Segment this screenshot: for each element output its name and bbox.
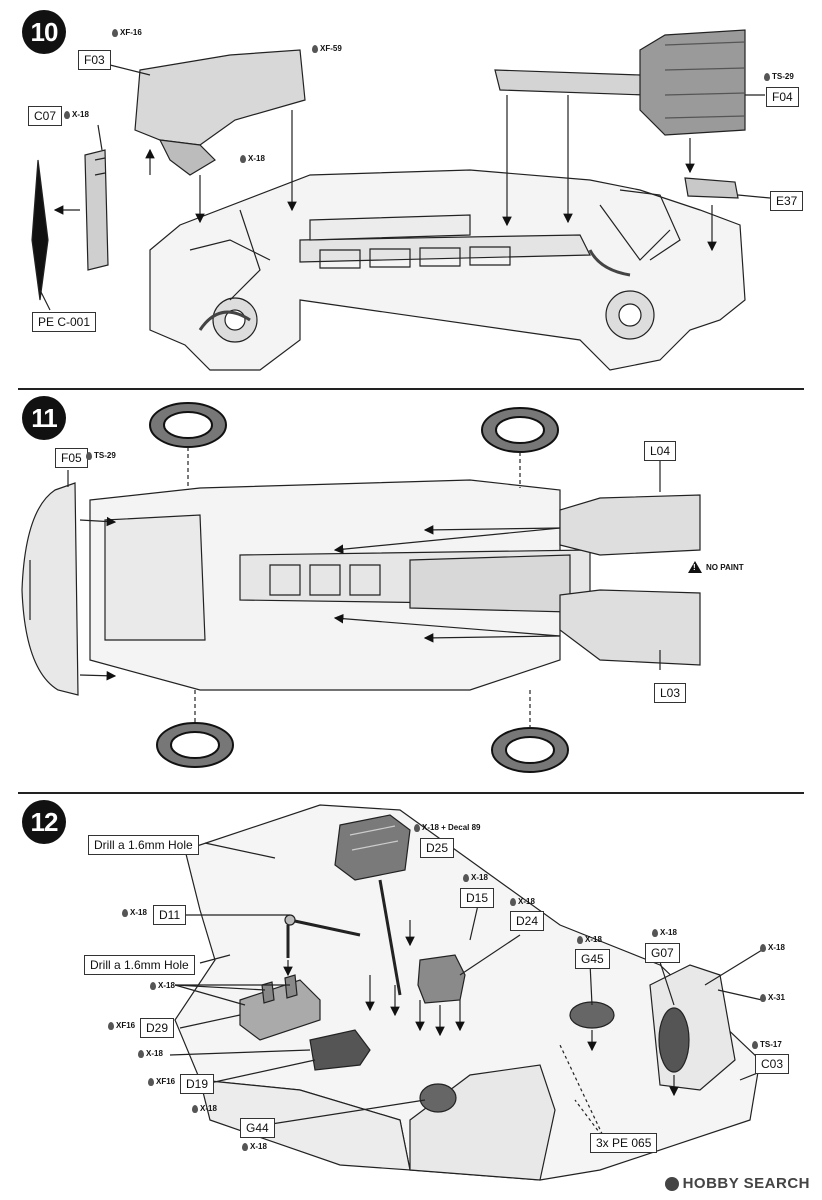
paint-drop-icon — [760, 993, 766, 1002]
paint-drop-icon — [752, 1040, 758, 1049]
paint-drop-icon — [463, 873, 469, 882]
step10-drawing — [31, 29, 771, 371]
paint-callout: X-18 — [240, 154, 265, 163]
paint-drop-icon — [138, 1049, 144, 1058]
paint-drop-icon — [240, 154, 246, 163]
step-number-badge: 10 — [22, 10, 66, 54]
paint-callout: X-18 — [652, 928, 677, 937]
paint-drop-icon — [192, 1104, 198, 1113]
paint-drop-icon — [86, 451, 92, 460]
paint-callout: X-18 — [138, 1049, 163, 1058]
paint-drop-icon — [64, 110, 70, 119]
part-label-d24: D24 — [510, 911, 545, 931]
paint-callout: X-18 — [122, 908, 147, 917]
paint-drop-icon — [414, 823, 420, 832]
paint-callout: X-31 — [760, 993, 785, 1002]
step-number-badge: 12 — [22, 800, 66, 844]
part-label-f03: F03 — [78, 50, 111, 70]
paint-drop-icon — [148, 1077, 154, 1086]
step11-drawing — [21, 402, 701, 773]
paint-callout: TS-29 — [764, 72, 794, 81]
paint-drop-icon — [242, 1142, 248, 1151]
part-label-c03: C03 — [755, 1054, 790, 1074]
part-label-f04: F04 — [766, 87, 799, 107]
paint-callout: XF-59 — [312, 44, 342, 53]
warning-icon — [688, 561, 702, 573]
paint-callout: X-18 — [760, 943, 785, 952]
paint-callout: X-18 — [510, 897, 535, 906]
part-label-pe065: 3x PE 065 — [590, 1133, 658, 1153]
paint-drop-icon — [764, 72, 770, 81]
part-label-e37: E37 — [770, 191, 804, 211]
paint-callout: X-18 — [150, 981, 175, 990]
part-label-d25: D25 — [420, 838, 455, 858]
paint-callout: XF16 — [108, 1021, 135, 1030]
paint-drop-icon — [122, 908, 128, 917]
paint-callout: X-18 — [64, 110, 89, 119]
paint-callout: XF-16 — [112, 28, 142, 37]
paint-drop-icon — [108, 1021, 114, 1030]
step-divider — [18, 792, 804, 794]
part-label-l03: L03 — [654, 683, 687, 703]
paint-callout: X-18 — [242, 1142, 267, 1151]
paint-callout: TS-29 — [86, 451, 116, 460]
part-label-f05: F05 — [55, 448, 88, 468]
paint-drop-icon — [112, 28, 118, 37]
paint-callout: TS-17 — [752, 1040, 782, 1049]
paint-drop-icon — [510, 897, 516, 906]
paint-drop-icon — [312, 44, 318, 53]
drill-note: Drill a 1.6mm Hole — [84, 955, 195, 975]
part-label-g07: G07 — [645, 943, 680, 963]
paint-callout: XF16 — [148, 1077, 175, 1086]
watermark: HOBBY SEARCH — [664, 1175, 810, 1192]
paint-drop-icon — [577, 935, 583, 944]
paint-callout: X-18 — [577, 935, 602, 944]
hobby-search-logo-icon — [664, 1176, 679, 1191]
part-label-d11: D11 — [153, 905, 187, 925]
paint-callout: X-18 — [463, 873, 488, 882]
part-label-g45: G45 — [575, 949, 610, 969]
part-label-d29: D29 — [140, 1018, 175, 1038]
step-divider — [18, 388, 804, 390]
paint-drop-icon — [652, 928, 658, 937]
step12-drawing — [169, 804, 766, 1181]
paint-callout: X-18 + Decal 89 — [414, 823, 480, 832]
drill-note: Drill a 1.6mm Hole — [88, 835, 199, 855]
no-paint-warning: NO PAINT — [688, 561, 744, 573]
part-label-pe-c001: PE C-001 — [32, 312, 97, 332]
step-number-badge: 11 — [22, 396, 66, 440]
paint-callout: X-18 — [192, 1104, 217, 1113]
paint-drop-icon — [150, 981, 156, 990]
part-label-l04: L04 — [644, 441, 677, 461]
part-label-d19: D19 — [180, 1074, 215, 1094]
part-label-d15: D15 — [460, 888, 495, 908]
part-label-g44: G44 — [240, 1118, 275, 1138]
part-label-c07: C07 — [28, 106, 63, 126]
paint-drop-icon — [760, 943, 766, 952]
